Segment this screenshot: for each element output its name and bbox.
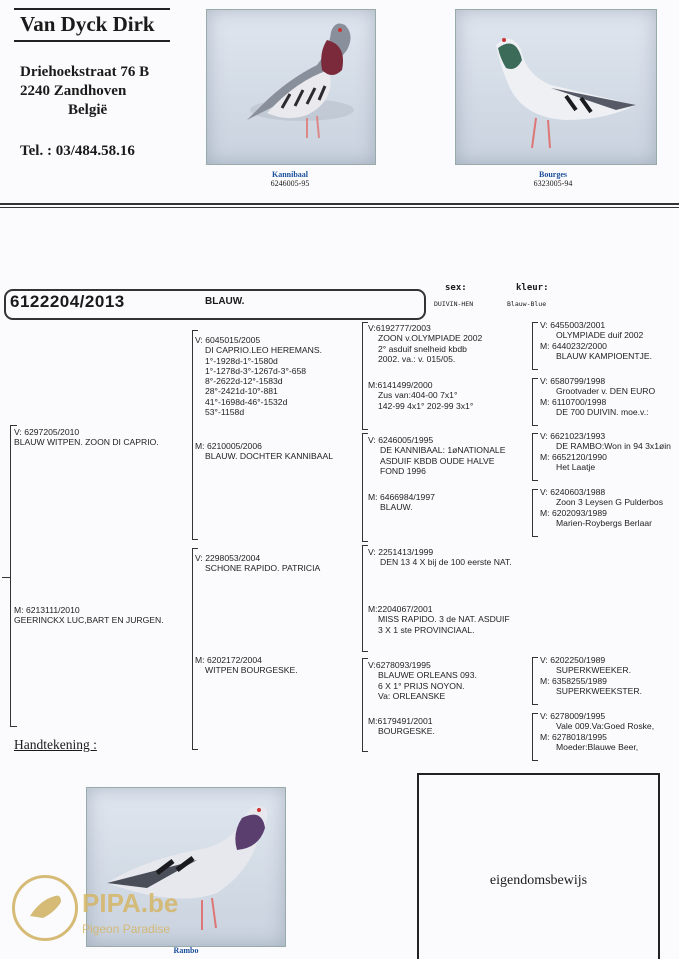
bracket-gen1 [10,425,17,727]
mother-desc: GEERINCKX LUC,BART EN JURGEN. [14,615,164,626]
gen3-4: M: 6466984/1997 BLAUW. [368,492,435,513]
gen2-father-father: V: 6045015/2005 DI CAPRIO.LEO HEREMANS. … [195,335,322,418]
mother-ring: 6213111/2010 [25,605,80,615]
photo-rambo [86,787,286,947]
divider-top [0,203,679,205]
pigeon-icon [107,805,268,930]
ownership-box: eigendomsbewijs [417,773,660,959]
bracket-gen4 [532,657,538,705]
address-country: België [68,102,108,118]
photo-ring: 6323005-94 [533,179,573,188]
bird-color: BLAUW. [205,296,245,307]
gen3-3: V: 6246005/1995 DE KANNIBAAL: 1øNATIONAL… [368,435,506,476]
gen2-mother-father: V: 2298053/2004 SCHONE RAPIDO. PATRICIA [195,553,321,574]
gen3-2: M:6141499/2000 Zus van:404-00 7x1°142-99… [368,380,474,411]
photo-name: Bourges [539,170,567,179]
photo-ring: 6246005-95 [270,179,310,188]
caption-kannibaal: Kannibaal 6246005-95 [230,170,350,188]
photo-bourges [455,9,657,165]
gen3-5: V: 2251413/1999 DEN 13 4 X bij de 100 ee… [368,547,512,568]
photo-kannibaal [206,9,376,165]
caption-rambo: Rambo [126,946,246,957]
bracket-gen2-b [192,548,198,750]
bracket-gen4 [532,489,538,537]
signature-label: Handtekening : [14,737,97,752]
bracket-gen4 [532,713,538,761]
sex-value: DUIVIN-HEN [434,300,474,308]
bracket-gen4 [532,322,538,370]
bracket-gen3-2 [362,433,368,542]
photo-name: Rambo [173,946,199,955]
pigeon-icon [247,23,354,139]
pipa-logo-icon [12,875,78,941]
gen2-father-mother: M: 6210005/2006 BLAUW. DOCHTER KANNIBAAL [195,441,333,462]
bracket-gen4 [532,433,538,481]
breeder-name: Van Dyck Dirk [20,12,155,36]
bracket-gen3-4 [362,658,368,752]
bracket-gen3-3 [362,545,368,652]
sex-label: sex: [445,283,467,293]
phone-number: Tel. : 03/484.58.16 [20,143,135,159]
ownership-label: eigendomsbewijs [489,873,588,888]
bracket-stem [2,577,10,578]
bracket-gen4 [532,378,538,426]
bracket-gen3-1 [362,322,368,430]
address-street: Driehoekstraat 76 B [20,64,150,80]
color-value: Blauw-Blue [507,300,547,308]
address-city: 2240 Zandhoven [20,83,127,99]
divider-top-thin [0,207,679,208]
color-label: kleur: [516,283,549,293]
gen3-6: M:2204067/2001 MISS RAPIDO. 3 de NAT. AS… [368,604,510,635]
header-rule-bottom [14,40,170,42]
photo-name: Kannibaal [271,170,308,179]
watermark-title: PIPA.be [82,888,179,918]
watermark-subtitle: Pigeon Paradise [82,922,171,936]
pigeon-icon [496,38,636,149]
mother: M: 6213111/2010 GEERINCKX LUC,BART EN JU… [14,605,164,626]
gen3-7: V:6278093/1995 BLAUWE ORLEANS 093.6 X 1°… [368,660,477,701]
father: V: 6297205/2010 BLAUW WITPEN. ZOON DI CA… [14,427,159,448]
caption-bourges: Bourges 6323005-94 [493,170,613,188]
header-rule-top [14,8,170,10]
gen3-8: M:6179491/2001 BOURGESKE. [368,716,435,737]
gen2-mother-mother: M: 6202172/2004 WITPEN BOURGESKE. [195,655,298,676]
bracket-gen2-a [192,330,198,540]
bird-ring: 6122204/2013 [10,292,125,311]
father-desc: BLAUW WITPEN. ZOON DI CAPRIO. [14,437,159,448]
father-ring: 6297205/2010 [24,427,80,437]
bird-ring-box [4,289,426,320]
